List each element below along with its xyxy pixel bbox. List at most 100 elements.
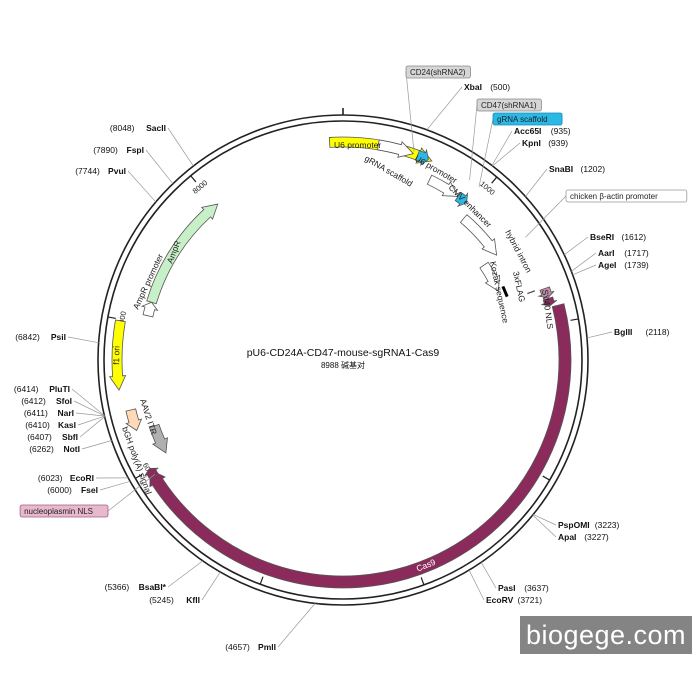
site-name: ApaI <box>558 532 576 542</box>
boxed-label-npnls: nucleoplasmin NLS <box>19 504 109 518</box>
tick-mark <box>190 175 197 183</box>
site-name: SnaBI <box>549 164 573 174</box>
site-position: (1612) <box>622 232 647 242</box>
boxed-label-grna: gRNA scaffold <box>492 112 563 126</box>
site-position: (6411) <box>24 408 48 418</box>
label-text: nucleoplasmin NLS <box>24 507 93 516</box>
plasmid-name: pU6-CD24A-CD47-mouse-sgRNA1-Cas9 <box>247 347 440 359</box>
site-position: (6842) <box>15 332 40 342</box>
boxed-annotations: CD24(shRNA2) CD47(shRNA1) gRNA scaffold chi… <box>19 65 688 518</box>
site-aari: AarI(1717) <box>598 248 649 258</box>
label-box <box>19 504 109 518</box>
site-kasi: KasI(6410) <box>25 420 76 430</box>
site-position: (4657) <box>225 642 250 652</box>
feature-sv40 <box>541 296 558 307</box>
site-leader <box>571 252 597 272</box>
site-name: KflI <box>186 595 200 605</box>
site-leader <box>167 127 194 167</box>
site-name: FseI <box>81 485 98 495</box>
site-position: (1739) <box>624 260 649 270</box>
site-position: (7890) <box>93 145 118 155</box>
site-xbai: XbaI (500) <box>464 82 510 92</box>
site-position: (1717) <box>624 248 649 258</box>
site-name: BglII <box>614 327 632 337</box>
watermark-background <box>520 616 692 654</box>
feature-name-aav2: AAV2 ITR <box>138 398 159 436</box>
site-psii: PsiI(6842) <box>15 332 66 342</box>
site-name: SbfI <box>62 432 78 442</box>
site-leader <box>99 480 131 491</box>
feature-hybrid <box>479 261 501 292</box>
site-leader <box>71 388 105 416</box>
feature-name-hybrid: hybrid intron <box>503 228 534 274</box>
site-leader <box>426 86 463 131</box>
site-leader <box>491 130 513 166</box>
site-fspi: FspI (7890) <box>93 145 144 155</box>
label-text: chicken β-actin promoter <box>570 192 658 201</box>
site-bglii: BglII (2118) <box>614 327 670 337</box>
site-pluti: PluTI (6414) <box>14 384 70 394</box>
site-name: FspI <box>127 145 144 155</box>
feature-ampr <box>146 203 219 305</box>
tick-mark <box>107 316 116 319</box>
feature-f1 <box>108 319 127 391</box>
site-ecori: EcoRI(6023) <box>38 473 94 483</box>
site-name: SfoI <box>56 396 72 406</box>
box-leader <box>469 104 478 181</box>
site-position: (6407) <box>27 432 52 442</box>
site-position: (500) <box>490 82 510 92</box>
feature-arrows: oriCas9f1 ori <box>108 136 572 589</box>
box-leader <box>107 473 156 512</box>
site-noti: NotI(6262) <box>29 444 80 454</box>
feature-flag <box>537 286 555 299</box>
label-text: gRNA scaffold <box>497 115 548 124</box>
feature-label-f1: f1 ori <box>111 346 121 365</box>
site-leader <box>533 514 557 526</box>
site-leader <box>67 336 99 344</box>
site-position: (935) <box>551 126 571 136</box>
site-name: PspOMI <box>558 520 590 530</box>
feature-name-flag: 3xFLAG <box>511 270 527 303</box>
site-name: BseRI <box>590 232 614 242</box>
boxed-label-cd24: CD24(shRNA2) <box>405 65 471 79</box>
tick-label: 1000 <box>478 179 497 197</box>
tick-mark <box>491 176 498 184</box>
feature-u6-2 <box>426 174 459 197</box>
site-leader <box>81 440 112 450</box>
tick-mark <box>420 577 425 586</box>
tick-label: 8000 <box>191 178 210 196</box>
site-name: PluTI <box>49 384 70 394</box>
site-leader <box>73 400 105 417</box>
feature-grna-1 <box>415 148 429 166</box>
site-name: PasI <box>498 583 516 593</box>
site-sacii: SacII(8048) <box>110 123 166 133</box>
watermark: biogege.com <box>525 620 687 650</box>
restriction-sites: XbaI(500)Acc65I(935)KpnI(939)SnaBI(1202)… <box>14 82 670 652</box>
tick-mark <box>570 318 579 321</box>
site-name: AgeI <box>598 260 616 270</box>
site-position: (6023) <box>38 473 63 483</box>
site-kpni: KpnI(939) <box>522 138 568 148</box>
feature-np-nls <box>144 467 159 480</box>
label-text: CD47(shRNA1) <box>481 101 537 110</box>
site-position: (6414) <box>14 384 39 394</box>
site-bsabi: BsaBI*(5366) <box>105 582 167 592</box>
site-position: (2118) <box>646 327 670 337</box>
site-name: NarI <box>57 408 74 418</box>
feature-name-u6-1: U6 promoter <box>334 140 381 150</box>
site-leader <box>77 415 105 426</box>
site-position: (5366) <box>105 582 130 592</box>
site-name: XbaI <box>464 82 482 92</box>
label-box <box>476 98 542 112</box>
backbone-ring <box>97 114 589 606</box>
site-position: (6000) <box>47 485 72 495</box>
site-ecorv: EcoRV(3721) <box>486 595 542 605</box>
site-leader <box>127 170 157 203</box>
site-pspomi: PspOMI(3223) <box>558 520 620 530</box>
box-leader <box>405 71 415 152</box>
tick-mark <box>259 576 264 585</box>
site-leader <box>167 560 203 588</box>
site-leader <box>277 603 316 648</box>
site-leader <box>145 149 174 184</box>
boxed-label-cd47: CD47(shRNA1) <box>476 98 542 112</box>
